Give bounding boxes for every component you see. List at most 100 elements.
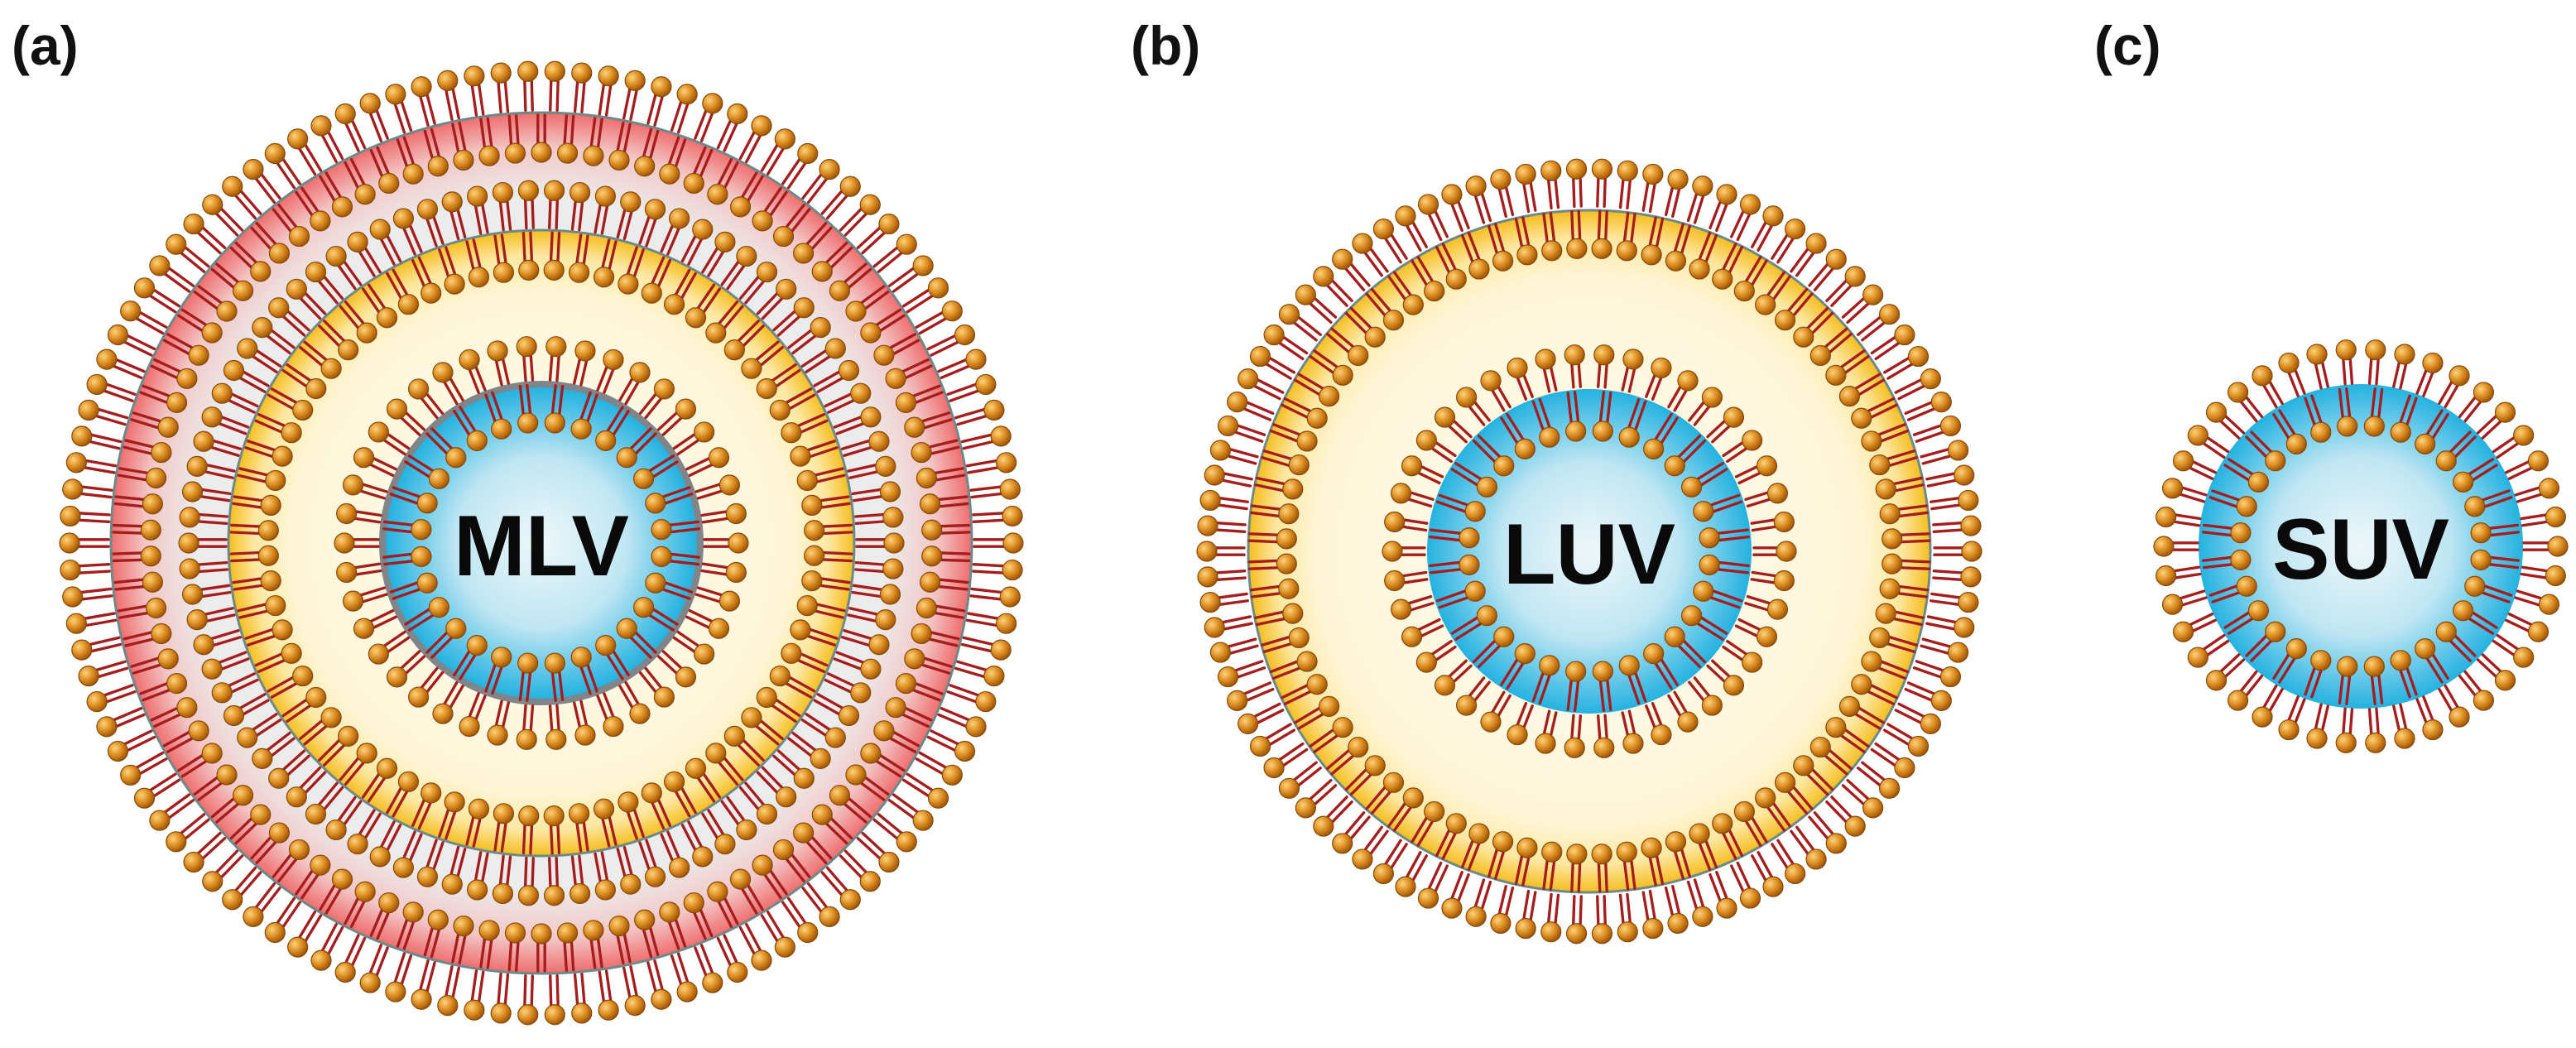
lipid-molecule [2304, 394, 2332, 443]
lipid-tail [687, 820, 704, 852]
lipid-molecule [847, 455, 896, 479]
lipid-head [493, 803, 515, 824]
lipid-molecule [1434, 406, 1473, 444]
lipid-molecule [598, 969, 619, 1021]
lipid-tail [760, 141, 781, 172]
lipid-molecule [1197, 566, 1247, 588]
lipid-tail [783, 854, 805, 883]
lipid-tail [120, 729, 153, 748]
lipid-tail [404, 606, 434, 626]
lipid-head [644, 866, 666, 887]
lipid-head [705, 743, 727, 764]
lipid-head [1313, 815, 1334, 837]
lipid-head [310, 949, 332, 971]
lipid-tail [2520, 572, 2551, 580]
lipid-molecule [120, 751, 168, 786]
lipid-head [250, 261, 272, 282]
lipid-tail [1254, 609, 1288, 619]
lipid-tail [716, 116, 733, 150]
lipid-tail [766, 911, 786, 942]
lipid-molecule [518, 805, 540, 855]
lipid-tail [1632, 400, 1647, 435]
lipid-head [1733, 280, 1755, 302]
lipid-molecule [571, 62, 593, 113]
lipid-tail [1281, 682, 1312, 699]
lipid-head [727, 961, 748, 983]
lipid-tail [518, 667, 526, 702]
lipid-tail [1309, 354, 1338, 377]
lipid-head [1699, 527, 1720, 549]
lipid-tail [384, 824, 402, 855]
lipid-tail [1790, 829, 1812, 858]
lipid-tail [2185, 613, 2214, 628]
lipid-head [912, 810, 934, 831]
lipid-head [603, 715, 624, 738]
lipid-tail [1785, 287, 1809, 315]
lipid-tail [1886, 723, 1917, 742]
lipid-molecule [1490, 884, 1515, 935]
lipid-head [2365, 339, 2386, 361]
lipid-tail [589, 935, 597, 969]
lipid-tail [102, 690, 137, 704]
lipid-tail [603, 365, 616, 394]
lipid-head [1332, 833, 1353, 854]
lipid-head [305, 803, 327, 825]
lipid-tail [745, 881, 764, 911]
lipid-tail [757, 717, 784, 741]
lipid-molecule [396, 901, 424, 950]
lipid-tail [1667, 694, 1684, 720]
lipid-head [2310, 421, 2332, 443]
lipid-molecule [517, 60, 539, 113]
lipid-tail [827, 246, 853, 272]
lipid-tail [286, 702, 315, 724]
lipid-head [1535, 733, 1556, 754]
lipid-tail [2480, 583, 2513, 597]
lipid-head [2247, 471, 2269, 493]
lipid-tail [76, 492, 113, 499]
lipid-molecule [244, 619, 293, 647]
lipid-molecule [318, 320, 359, 361]
lipid-head [1492, 250, 1514, 272]
lipid-molecule [325, 796, 363, 841]
lipid-head [2453, 471, 2474, 493]
lipid-molecule [1686, 175, 1713, 224]
lipid-tail [1709, 500, 1743, 515]
lipid-head [1699, 554, 1720, 575]
lipid-tail [700, 569, 732, 577]
lipid-tail [2199, 440, 2226, 459]
lipid-tail [99, 388, 134, 402]
lipid-head [1784, 863, 1806, 885]
lipid-tail [920, 418, 953, 430]
lipid-head [545, 728, 567, 750]
lipid-tail [2272, 412, 2292, 443]
lipid-tail [600, 851, 609, 885]
lipid-tail [351, 569, 382, 577]
lipid-tail [237, 871, 262, 899]
lipid-tail [392, 952, 406, 987]
lipid-head [1424, 280, 1445, 302]
lipid-tail [453, 409, 473, 440]
lipid-tail [840, 636, 874, 648]
lipid-molecule [781, 142, 819, 190]
lipid-head [556, 142, 579, 164]
lipid-head [1851, 407, 1872, 429]
lipid-tail [847, 613, 881, 623]
lipid-head [2252, 365, 2273, 387]
lipid-tail [739, 324, 765, 350]
lipid-tail [2221, 412, 2246, 435]
lipid-molecule [845, 285, 890, 322]
lipid-head [62, 586, 84, 608]
lipid-molecule [707, 157, 739, 205]
lipid-molecule [1621, 349, 1644, 393]
lipid-head [78, 399, 99, 421]
lipid-head [286, 278, 307, 300]
lipid-head [1805, 233, 1827, 254]
lipid-tail [229, 531, 264, 536]
lipid-molecule [920, 571, 969, 593]
lipid-head [543, 259, 565, 281]
lipid-molecule [389, 486, 438, 514]
lipid-head [232, 785, 254, 806]
lipid-molecule [2306, 344, 2329, 390]
lipid-tail [382, 527, 416, 534]
lipid-head [1667, 912, 1689, 935]
